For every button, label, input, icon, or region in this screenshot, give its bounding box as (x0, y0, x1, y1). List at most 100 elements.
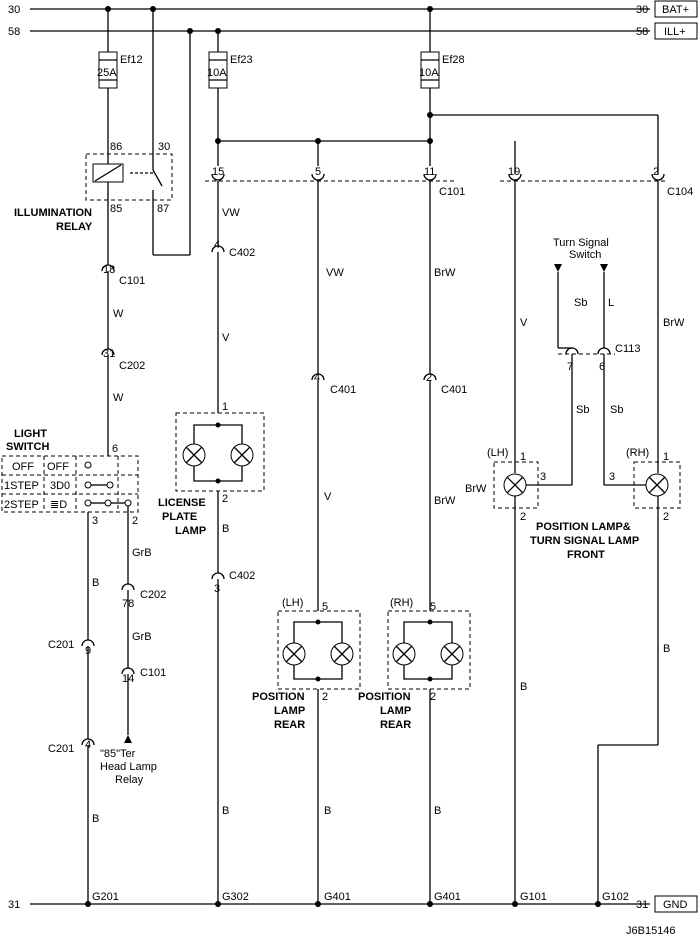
wire-vw-218: VW (222, 207, 240, 219)
diagram-code: J6B15146 (626, 925, 676, 937)
switch-off-2: OFF (47, 461, 69, 473)
front-rh-circuit: BrW (RH) 1 2 B G102 POSITION LAMP& TURN … (530, 181, 685, 904)
wire-w-top: W (113, 308, 124, 320)
c104-pin2: 2 (653, 166, 659, 178)
wire-sb-top: Sb (574, 297, 587, 309)
wire-l-top: L (608, 297, 614, 309)
c202-label-2: C202 (140, 589, 166, 601)
c101-pin18: 18 (103, 264, 115, 276)
wire-b-318: B (324, 805, 331, 817)
front-lh-side: (LH) (487, 447, 508, 459)
bat-left-num: 30 (8, 4, 20, 16)
switch-1step: 1STEP (4, 480, 39, 492)
c101-label-low: C101 (140, 667, 166, 679)
rear-lh-label-1: POSITION (252, 691, 305, 703)
c113-pin6: 6 (599, 361, 605, 373)
wire-b-218a: B (222, 523, 229, 535)
license-pin2: 2 (222, 493, 228, 505)
c113-pin7: 7 (567, 361, 573, 373)
rear-rh-side: (RH) (390, 597, 413, 609)
wire-v-515: V (520, 317, 528, 329)
c402-pin3: 3 (214, 583, 220, 595)
switch-pin3: 3 (92, 515, 98, 527)
ill-right-num: 58 (636, 26, 648, 38)
ground-g302: G302 (222, 891, 249, 903)
ground-g401-a: G401 (324, 891, 351, 903)
wire-vw-318: VW (326, 267, 344, 279)
rear-lh-pin5: 5 (322, 601, 328, 613)
wire-grb-bottom: GrB (132, 631, 152, 643)
connector-c101-c104: 15 5 11 C101 19 2 C104 (205, 166, 693, 198)
wire-b-pin3: B (92, 577, 99, 589)
wire-brw-658: BrW (663, 317, 685, 329)
fuse-ef12-rating: 25A (97, 67, 117, 79)
wire-v-318: V (324, 491, 332, 503)
wire-brw-front-lh: BrW (465, 483, 487, 495)
wire-v-218: V (222, 332, 230, 344)
wire-w-bottom: W (113, 392, 124, 404)
c101-pin5: 5 (315, 166, 321, 178)
relay-label-2: RELAY (56, 221, 93, 233)
relay-pin86: 86 (110, 141, 122, 153)
rear-rh-label-3: REAR (380, 719, 411, 731)
turn-switch-label-2: Switch (569, 249, 601, 261)
rear-rh-pin5: 5 (430, 601, 436, 613)
parking-lamp-icon: 3D0 (50, 480, 70, 492)
ill-left-num: 58 (8, 26, 20, 38)
front-lh-pin2: 2 (520, 511, 526, 523)
license-label-3: LAMP (175, 525, 206, 537)
front-rh-pin1: 1 (663, 451, 669, 463)
wire-brw-430b: BrW (434, 495, 456, 507)
rear-rh-circuit: BrW 2 C401 BrW (RH) 5 2 POSITION LAMP RE… (358, 181, 471, 904)
gnd-label: GND (663, 899, 688, 911)
wire-b-c201: B (92, 813, 99, 825)
license-pin1: 1 (222, 401, 228, 413)
fuse-ef12: Ef12 25A (97, 9, 143, 89)
front-label-2: TURN SIGNAL LAMP (530, 535, 639, 547)
c201-label-1: C201 (48, 639, 74, 651)
c101-pin11: 11 (424, 166, 435, 178)
c401-pin2: 2 (426, 372, 432, 384)
headlamp-relay-label-2: Head Lamp (100, 761, 157, 773)
fuse-ef12-name: Ef12 (120, 54, 143, 66)
rear-lh-label-2: LAMP (274, 705, 305, 717)
c202-pin31: 31 (103, 348, 115, 360)
fuse-ef28-rating: 10A (419, 67, 439, 79)
switch-2step: 2STEP (4, 499, 39, 511)
relay-label-1: ILLUMINATION (14, 207, 92, 219)
wire-brw-430a: BrW (434, 267, 456, 279)
front-label-3: FRONT (567, 549, 605, 561)
front-rh-pin3: 3 (609, 471, 615, 483)
switch-label-1: LIGHT (14, 428, 47, 440)
wire-grb-top: GrB (132, 547, 152, 559)
fuse-ef23-name: Ef23 (230, 54, 253, 66)
front-lh-pin3: 3 (540, 471, 546, 483)
headlamp-icon: ≣D (50, 499, 67, 511)
c402-label-1: C402 (229, 247, 255, 259)
license-label-2: PLATE (162, 511, 197, 523)
c401-label-2: C401 (441, 384, 467, 396)
turn-signal-switch: Turn Signal Switch Sb L 7 6 C113 Sb Sb 3 (553, 237, 646, 486)
wire-b-430: B (434, 805, 441, 817)
c401-label-1: C401 (330, 384, 356, 396)
illumination-relay: 86 30 85 87 ILLUMINATION RELAY (14, 9, 191, 265)
rear-lh-circuit: VW 4 C401 V (LH) 5 2 POSITION LAMP REAR … (252, 181, 361, 904)
wire-sb-6: Sb (610, 404, 623, 416)
light-switch-circuit: 18 C101 W 31 C202 W 6 LIGHT SWITCH OFF O… (1, 264, 166, 904)
bat-label: BAT+ (662, 4, 689, 16)
ground-g201: G201 (92, 891, 119, 903)
rear-rh-label-2: LAMP (380, 705, 411, 717)
c201-label-2: C201 (48, 743, 74, 755)
rear-rh-pin2: 2 (430, 691, 436, 703)
c104-label: C104 (667, 186, 693, 198)
headlamp-relay-label-3: Relay (115, 774, 144, 786)
ground-g102: G102 (602, 891, 629, 903)
c113-label: C113 (615, 343, 640, 355)
c101-pin15: 15 (212, 166, 224, 178)
ill-rail: 58 58 ILL+ (8, 22, 698, 40)
wire-b-658: B (663, 643, 670, 655)
c101-label-left: C101 (119, 275, 145, 287)
switch-pin2: 2 (132, 515, 138, 527)
gnd-rail: 31 31 GND (8, 895, 698, 913)
